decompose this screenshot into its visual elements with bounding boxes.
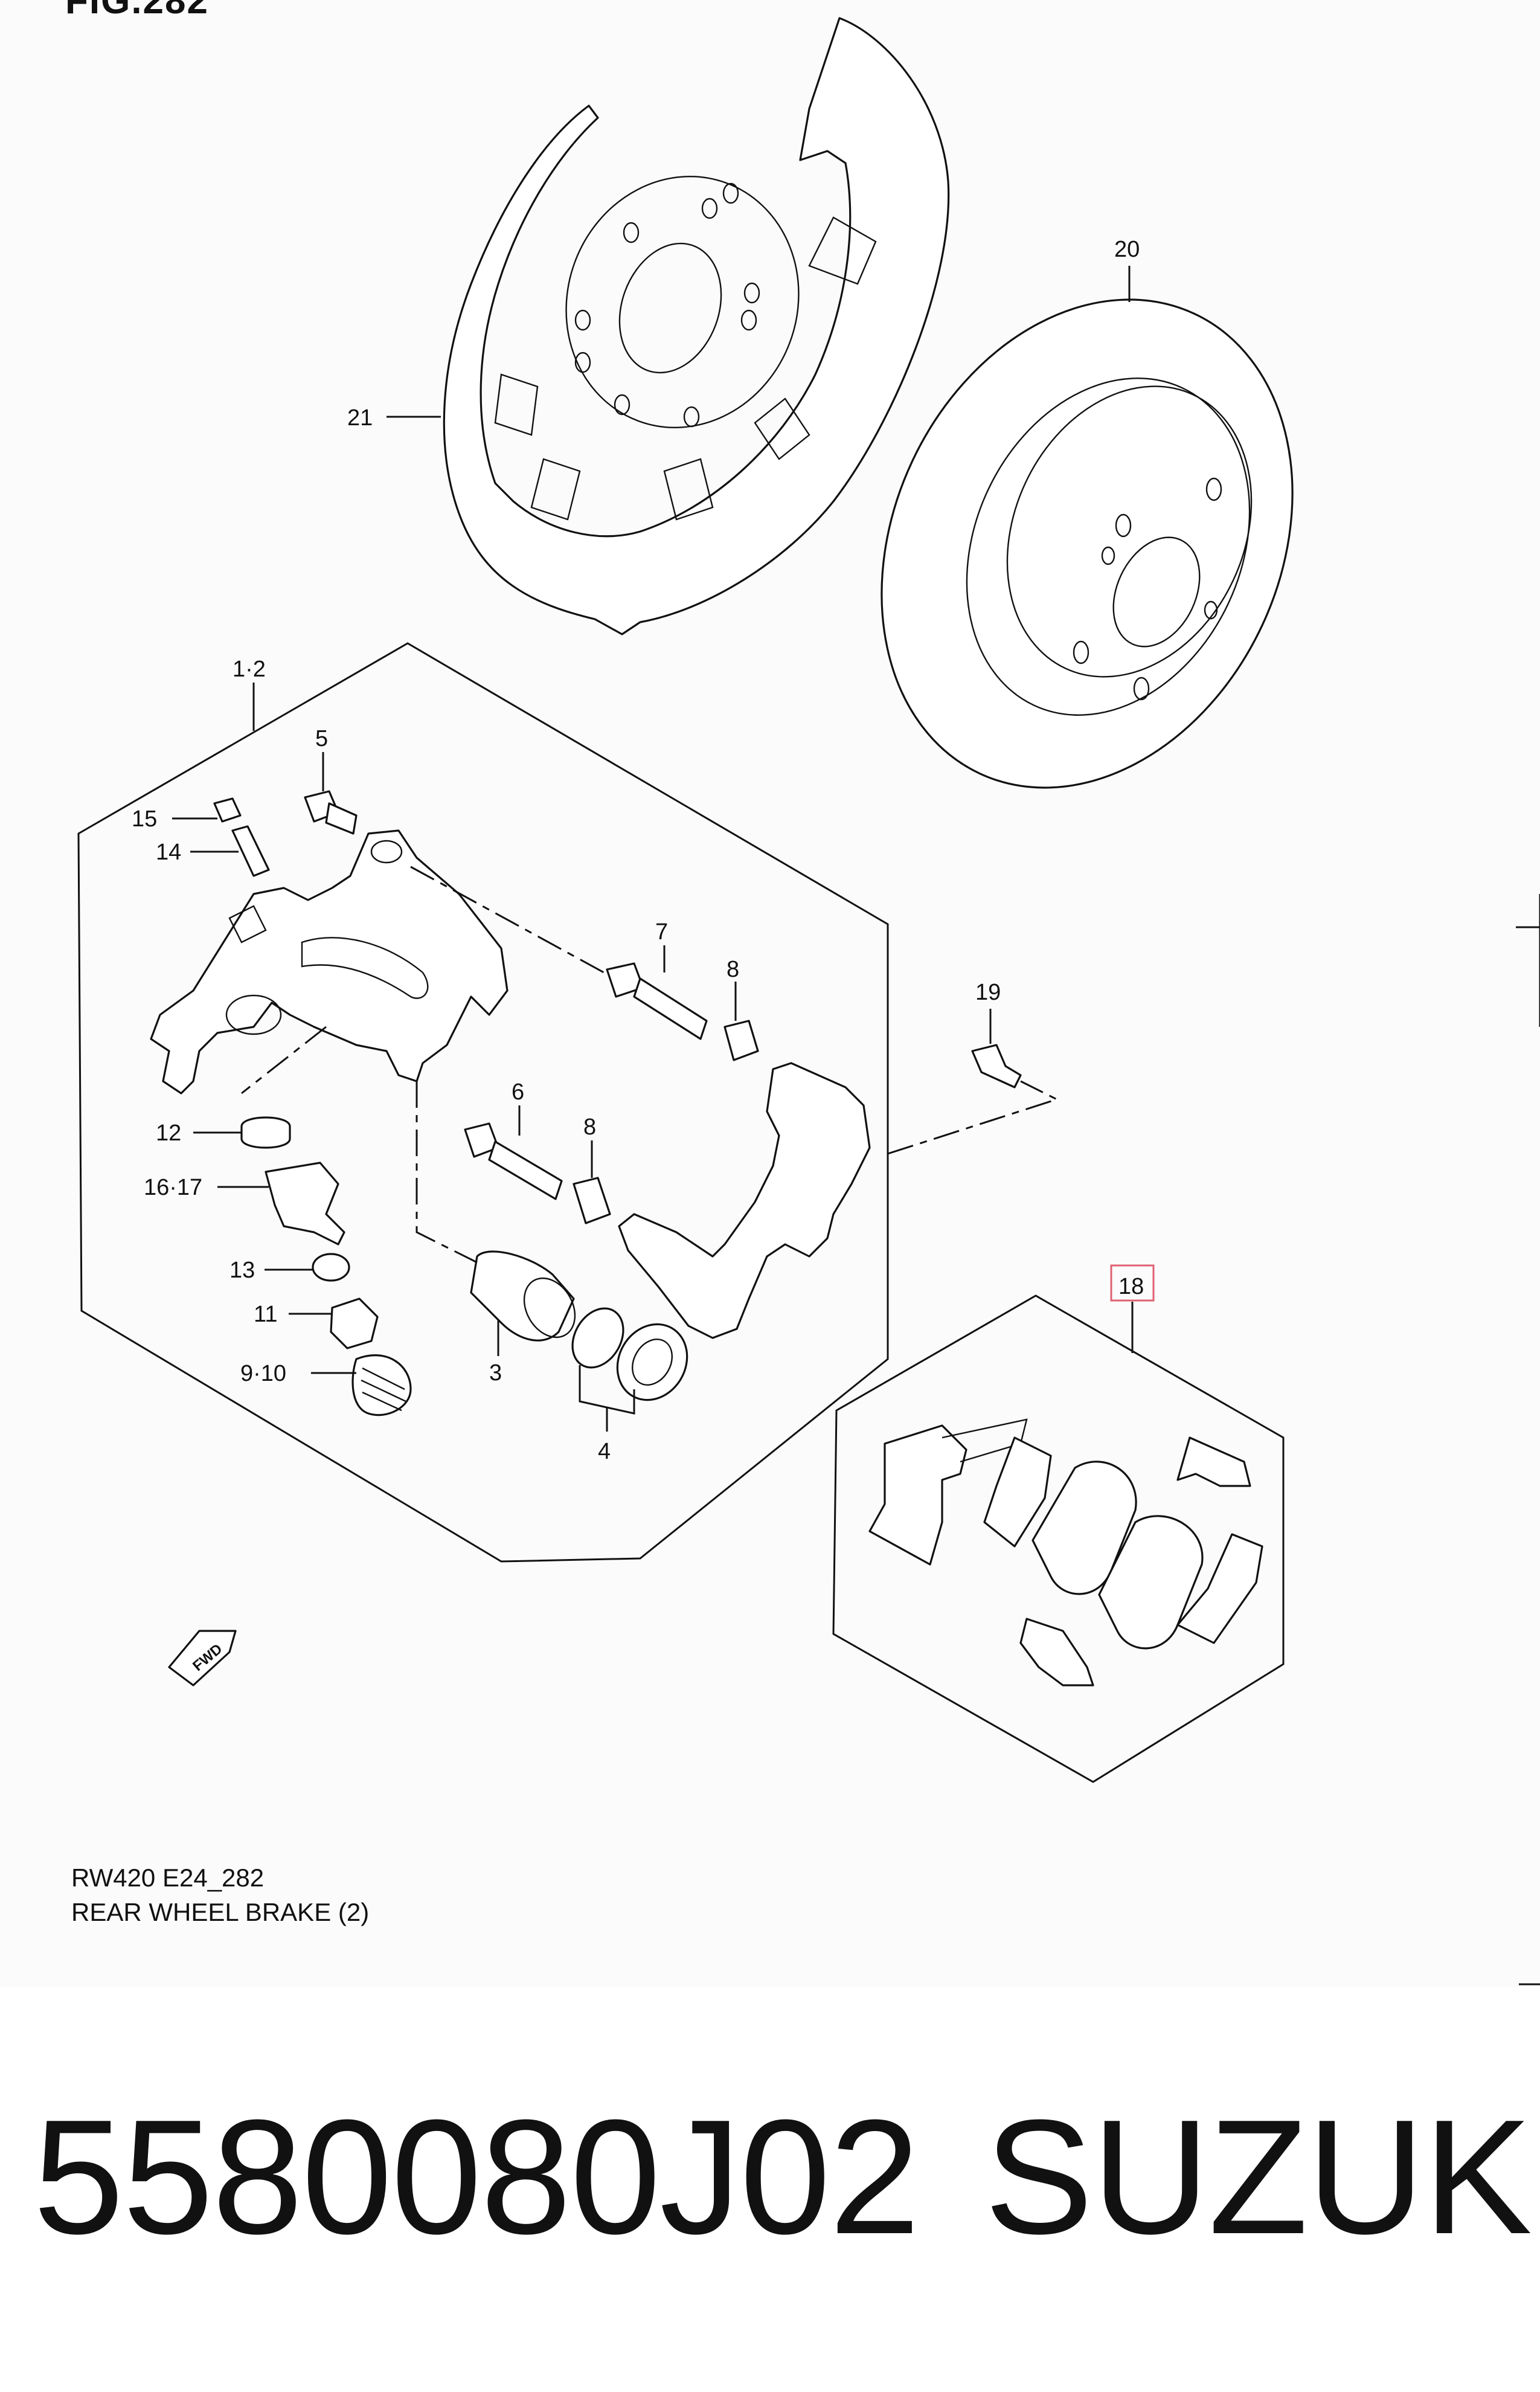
callout-1-2: 1·2 [233, 657, 266, 682]
highlight-box-18 [1110, 1264, 1155, 1302]
callout-12: 12 [156, 1120, 181, 1146]
piston-part-3[interactable] [470, 1250, 585, 1346]
figure-name: REAR WHEEL BRAKE (2) [71, 1898, 370, 1926]
pin-boot-part-8-upper[interactable] [723, 1020, 759, 1061]
brake-pad-set[interactable] [868, 1418, 1263, 1686]
bleeder-screw-part-14[interactable] [231, 825, 270, 877]
callout-16-17: 16·17 [144, 1175, 202, 1200]
pin-boot-part-8-lower[interactable] [573, 1177, 611, 1224]
figure-title: FIG.282 [65, 0, 209, 22]
bracket-part-16-17[interactable] [265, 1162, 345, 1246]
dust-shield-part-21[interactable] [443, 17, 950, 635]
bleeder-cap-part-15[interactable] [213, 797, 242, 823]
part-number: 5580080J02 [33, 2086, 920, 2268]
nut-part-12[interactable] [240, 1116, 291, 1149]
seal-kit-part-4[interactable] [562, 1299, 701, 1413]
bolt-part-5[interactable] [304, 790, 358, 835]
caliper-bracket[interactable] [618, 1062, 871, 1339]
callout-8-upper: 8 [727, 957, 739, 982]
nut-part-11[interactable] [330, 1297, 379, 1349]
callout-18: 18 [1118, 1274, 1144, 1299]
callout-8-lower: 8 [583, 1114, 596, 1140]
caliper-body[interactable] [150, 829, 509, 1095]
brand-name: SUZUKI [984, 2086, 1540, 2268]
pad-kit-frame [832, 1294, 1285, 1783]
bolt-part-19[interactable] [971, 1044, 1022, 1088]
callout-15: 15 [132, 806, 157, 832]
figure-code: RW420 E24_282 [71, 1863, 265, 1892]
callout-7: 7 [655, 919, 668, 945]
callout-11: 11 [254, 1302, 277, 1327]
callout-3: 3 [489, 1360, 502, 1386]
spring-part-9-10[interactable] [351, 1354, 412, 1416]
brake-disc-part-20[interactable] [804, 232, 1369, 855]
callout-19: 19 [975, 980, 1001, 1005]
callout-20: 20 [1114, 237, 1140, 262]
exploded-parts-diagram: 21 20 1·2 5 15 14 [77, 17, 1540, 1985]
washer-part-13[interactable] [312, 1253, 350, 1282]
callout-9-10: 9·10 [240, 1361, 286, 1386]
caliper-assembly-frame [77, 642, 889, 1563]
guide-pin-part-7[interactable] [606, 962, 708, 1040]
guide-pin-part-6[interactable] [464, 1122, 563, 1200]
callout-4: 4 [598, 1439, 611, 1464]
callout-5: 5 [315, 726, 328, 751]
callout-21: 21 [347, 405, 373, 431]
callout-13: 13 [229, 1258, 255, 1283]
callout-6: 6 [512, 1079, 524, 1105]
callout-14: 14 [156, 840, 181, 865]
forward-direction-badge: FWD [168, 1630, 237, 1686]
